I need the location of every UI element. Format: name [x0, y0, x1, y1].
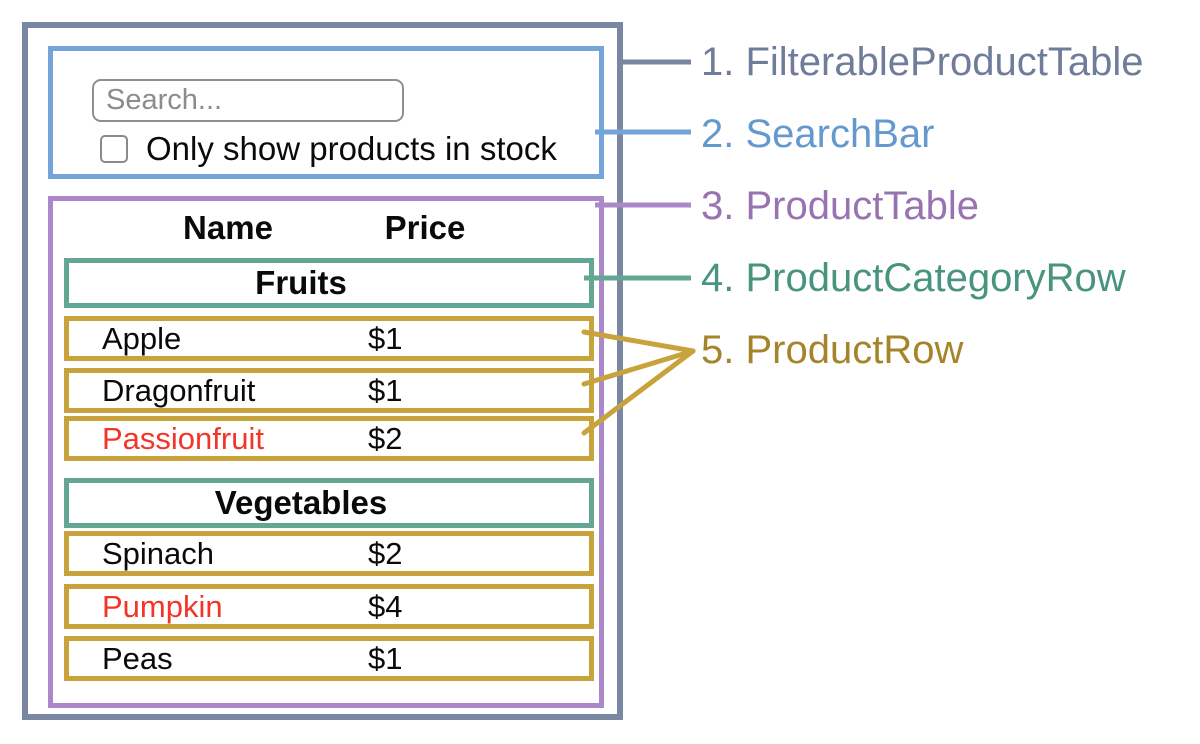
category-label: Fruits	[255, 264, 347, 301]
product-name: Apple	[102, 320, 182, 356]
product-row-apple: Apple $1	[64, 316, 594, 361]
product-row-peas: Peas $1	[64, 636, 594, 681]
stock-checkbox-label: Only show products in stock	[146, 130, 557, 167]
product-name: Dragonfruit	[102, 372, 256, 408]
category-row-vegetables: Vegetables	[64, 478, 594, 528]
product-row-pumpkin: Pumpkin $4	[64, 584, 594, 629]
column-header-name: Name	[183, 209, 273, 246]
search-bar-box: Only show products in stock	[48, 46, 604, 179]
filterable-product-table-box: Only show products in stock Name Price F…	[22, 22, 623, 720]
product-name-out-of-stock: Pumpkin	[102, 588, 223, 624]
stock-checkbox[interactable]	[100, 135, 128, 163]
product-name-out-of-stock: Passionfruit	[102, 420, 264, 456]
product-price: $2	[368, 535, 403, 571]
product-row-dragonfruit: Dragonfruit $1	[64, 368, 594, 413]
product-row-spinach: Spinach $2	[64, 531, 594, 576]
product-price: $2	[368, 420, 403, 456]
product-table-box: Name Price Fruits Apple $1 Dragonfruit $…	[48, 196, 604, 708]
product-name: Peas	[102, 640, 173, 676]
search-input[interactable]	[92, 79, 404, 122]
legend-item-product-table: 3. ProductTable	[701, 184, 979, 228]
product-price: $1	[368, 640, 403, 676]
product-row-passionfruit: Passionfruit $2	[64, 416, 594, 461]
column-header-price: Price	[384, 209, 466, 246]
product-price: $1	[368, 372, 403, 408]
product-price: $1	[368, 320, 403, 356]
legend-item-product-row: 5. ProductRow	[701, 328, 964, 372]
category-label: Vegetables	[214, 484, 388, 521]
category-row-fruits: Fruits	[64, 258, 594, 308]
legend-item-search-bar: 2. SearchBar	[701, 112, 935, 156]
product-price: $4	[368, 588, 403, 624]
legend-item-filterable-product-table: 1. FilterableProductTable	[701, 40, 1144, 84]
legend-item-product-category-row: 4. ProductCategoryRow	[701, 256, 1126, 300]
product-name: Spinach	[102, 535, 215, 571]
stock-filter-row: Only show products in stock	[100, 130, 557, 167]
